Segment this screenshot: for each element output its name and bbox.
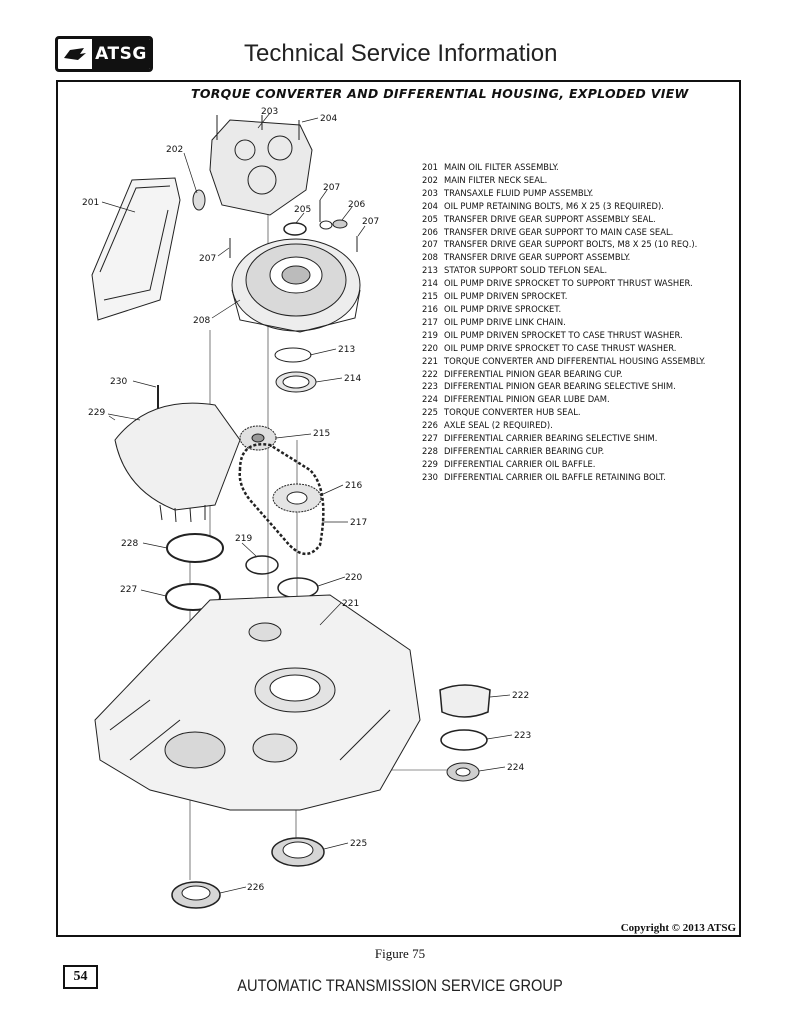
figure-caption: Figure 75	[374, 946, 426, 961]
callout-226: 226	[247, 883, 264, 893]
callout-206: 206	[348, 200, 365, 210]
car-logo-icon	[58, 39, 92, 69]
footer-organization: AUTOMATIC TRANSMISSION SERVICE GROUP	[237, 976, 563, 995]
callout-214: 214	[344, 374, 361, 384]
callout-223: 223	[514, 731, 531, 741]
callout-227: 227	[120, 585, 137, 595]
callout-220: 220	[345, 573, 362, 583]
callout-204: 204	[320, 114, 337, 124]
callout-215: 215	[313, 429, 330, 439]
atsg-logo: ATSG	[55, 36, 153, 72]
torque-converter-housing-part	[94, 594, 421, 811]
callout-217: 217	[350, 518, 367, 528]
page-number: 54	[63, 965, 98, 989]
figure-title: TORQUE CONVERTER AND DIFFERENTIAL HOUSIN…	[191, 86, 689, 101]
callout-207-c: 207	[199, 254, 216, 264]
fluid-pump-assembly-part	[209, 115, 313, 216]
copyright-notice: Copyright © 2013 ATSG	[620, 922, 736, 934]
callout-221: 221	[342, 599, 359, 609]
main-oil-filter-part	[91, 177, 181, 321]
callout-224: 224	[507, 763, 524, 773]
callout-207-b: 207	[362, 217, 379, 227]
figure-frame	[56, 80, 741, 937]
callout-229: 229	[88, 408, 105, 418]
transfer-drive-gear-support-part	[231, 238, 361, 333]
callout-228: 228	[121, 539, 138, 549]
callout-201: 201	[82, 198, 99, 208]
callout-207-a: 207	[323, 183, 340, 193]
callout-219: 219	[235, 534, 252, 544]
callout-202: 202	[166, 145, 183, 155]
callout-225: 225	[350, 839, 367, 849]
callout-205: 205	[294, 205, 311, 215]
callout-230: 230	[110, 377, 127, 387]
callout-203: 203	[261, 107, 278, 117]
callout-213: 213	[338, 345, 355, 355]
callout-222: 222	[512, 691, 529, 701]
callout-208: 208	[193, 316, 210, 326]
logo-text: ATSG	[92, 39, 150, 69]
page-title: Technical Service Information	[244, 40, 558, 67]
callout-216: 216	[345, 481, 362, 491]
